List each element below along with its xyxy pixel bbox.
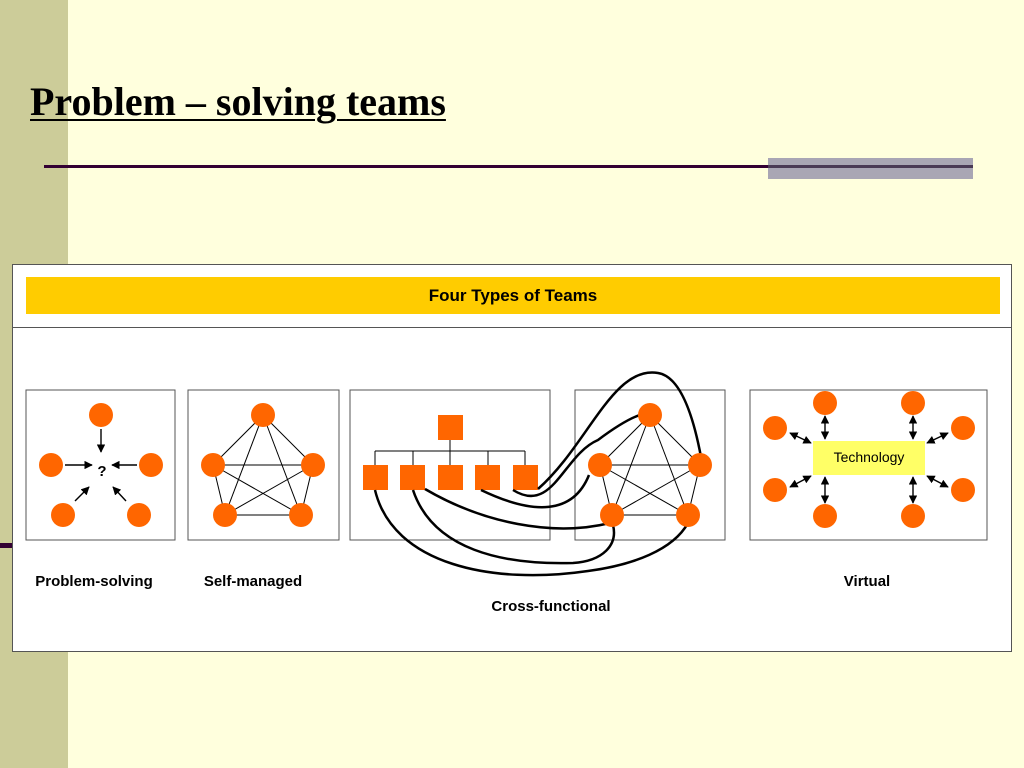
team-member-node	[201, 453, 225, 477]
team-diagram: ?	[25, 371, 988, 615]
virtual-panel: Technology	[749, 389, 988, 541]
department-node	[513, 465, 538, 490]
team-member-node	[676, 503, 700, 527]
team-member-node	[251, 403, 275, 427]
title-rule-stripe	[768, 165, 973, 168]
arrow	[926, 432, 949, 444]
arrow	[926, 475, 949, 488]
technology-box	[813, 441, 925, 475]
team-member-node	[763, 478, 787, 502]
team-member-node	[951, 478, 975, 502]
team-member-node	[901, 391, 925, 415]
team-member-node	[39, 453, 63, 477]
label-virtual: Virtual	[844, 573, 890, 590]
technology-label: Technology	[834, 449, 905, 465]
team-member-node	[127, 503, 151, 527]
title-rule	[44, 165, 972, 168]
team-member-node	[763, 416, 787, 440]
department-node	[363, 465, 388, 490]
connector-curve	[411, 489, 616, 565]
team-member-node	[139, 453, 163, 477]
team-member-node	[89, 403, 113, 427]
slide-title: Problem – solving teams	[30, 79, 446, 124]
team-member-node	[289, 503, 313, 527]
team-member-node	[951, 416, 975, 440]
arrow	[112, 486, 127, 502]
figure-header: Four Types of Teams	[26, 277, 1000, 314]
team-member-node	[813, 504, 837, 528]
figure-header-divider	[13, 327, 1011, 328]
team-member-node	[51, 503, 75, 527]
connector-curve	[424, 487, 611, 530]
department-node	[475, 465, 500, 490]
arrow	[74, 486, 90, 502]
department-node	[400, 465, 425, 490]
arrow	[789, 475, 812, 488]
manager-node	[438, 415, 463, 440]
connector-curve	[373, 489, 690, 577]
self-managed-panel	[187, 389, 340, 541]
cross-functional-team-nodes	[588, 403, 712, 527]
connector-curve	[537, 371, 703, 490]
team-member-node	[213, 503, 237, 527]
team-member-node	[638, 403, 662, 427]
connector-curve	[512, 411, 651, 498]
label-self-managed: Self-managed	[204, 573, 302, 590]
arrow	[789, 432, 812, 444]
cross-functional-hierarchy-panel	[349, 389, 551, 541]
problem-solving-panel: ?	[25, 389, 176, 541]
connector-curve	[480, 474, 591, 509]
label-problem-solving: Problem-solving	[35, 573, 153, 590]
team-member-node	[813, 391, 837, 415]
question-mark: ?	[97, 463, 106, 480]
team-member-node	[688, 453, 712, 477]
label-cross-functional: Cross-functional	[491, 598, 610, 615]
team-member-node	[588, 453, 612, 477]
team-member-node	[901, 504, 925, 528]
team-member-node	[600, 503, 624, 527]
department-node	[438, 465, 463, 490]
cross-functional-connectors	[373, 371, 703, 577]
title-rule-accent	[768, 158, 973, 179]
team-types-figure: Four Types of Teams ?	[12, 264, 1012, 652]
team-member-node	[301, 453, 325, 477]
left-accent-line	[0, 543, 14, 548]
